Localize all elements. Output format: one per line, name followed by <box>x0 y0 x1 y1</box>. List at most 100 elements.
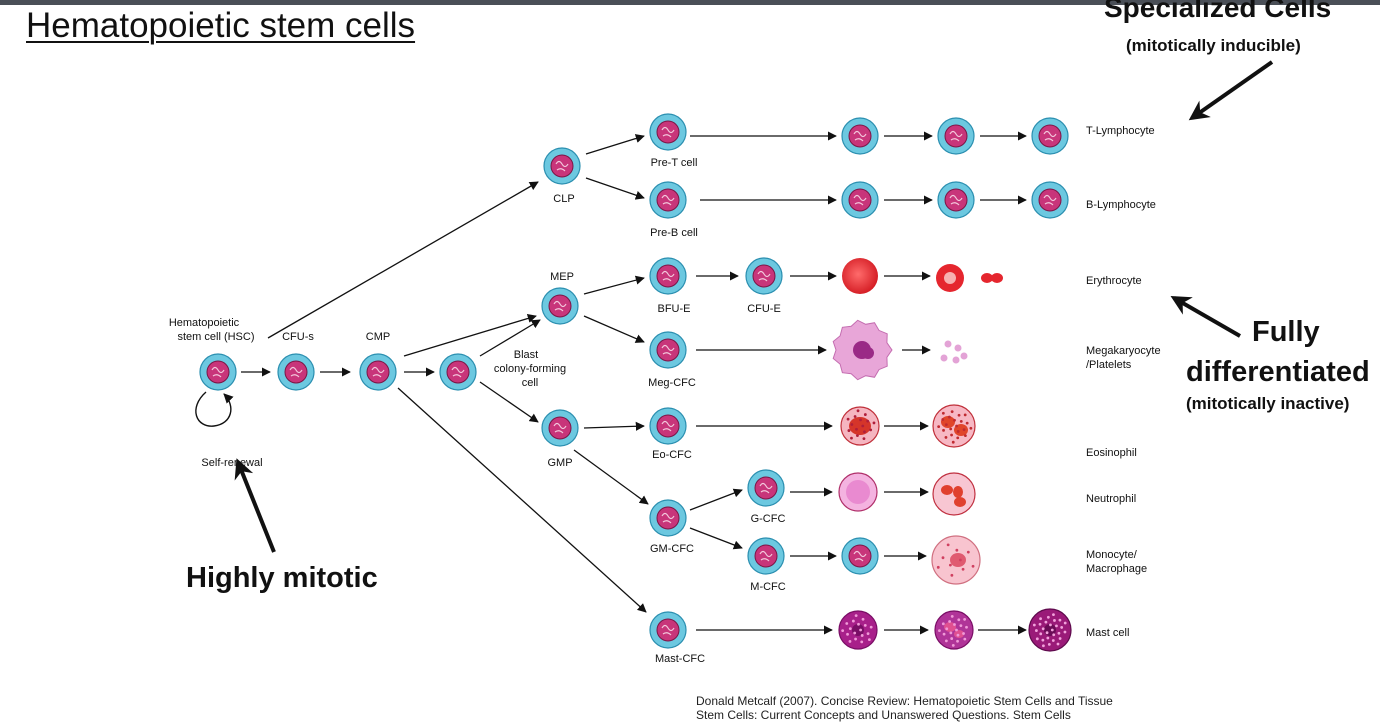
output-t-lymphocyte: T-Lymphocyte <box>1086 125 1155 137</box>
arrow-gmcfc-gcfc <box>689 488 743 511</box>
arrow-mep-bfue <box>583 275 645 295</box>
mast-stage-2 <box>934 610 974 650</box>
mcfc-cell <box>747 537 785 575</box>
specialized-pointer-arrow <box>1188 60 1274 121</box>
platelets-cell <box>940 340 968 364</box>
mast-stage-1 <box>838 610 878 650</box>
cfue-label: CFU-E <box>747 303 781 315</box>
arrow-clp-preb <box>585 177 645 200</box>
citation-line-2: Stem Cells: Current Concepts and Unanswe… <box>696 708 1071 722</box>
mcfc-label: M-CFC <box>750 581 785 593</box>
bfue-label: BFU-E <box>658 303 691 315</box>
eosinophil-cell <box>932 404 976 448</box>
differentiated-label: differentiated <box>1186 356 1370 388</box>
eos-stage-1 <box>840 406 880 446</box>
output-b-lymphocyte: B-Lymphocyte <box>1086 199 1156 211</box>
self-renewal-loop <box>195 391 234 427</box>
gmcfc-label: GM-CFC <box>650 543 694 555</box>
specialized-cells-heading: Specialized Cells <box>1104 0 1332 23</box>
lineage-arrows <box>195 60 1274 635</box>
mastcfc-cell <box>649 611 687 649</box>
highly-mitotic-label: Highly mitotic <box>186 562 378 594</box>
arrow-clp-pret <box>585 134 645 155</box>
blast-cell <box>439 353 477 391</box>
top-bar <box>0 0 1380 5</box>
blast-label-2: colony-forming <box>494 363 566 375</box>
citation: Donald Metcalf (2007). Concise Review: H… <box>696 694 1236 722</box>
output-megakaryocyte: Megakaryocyte <box>1086 345 1161 357</box>
specialized-cells-subheading: (mitotically inducible) <box>1126 36 1301 55</box>
arrow-blast-gmp <box>479 381 539 423</box>
arrow-mep-megcfc <box>583 315 645 343</box>
t-stage-1 <box>841 117 879 155</box>
macrophage-cell <box>931 535 981 585</box>
gmp-label: GMP <box>547 457 572 469</box>
output-mast-cell: Mast cell <box>1086 627 1129 639</box>
preb-label: Pre-B cell <box>650 227 698 239</box>
megakaryocyte-cell <box>832 319 893 381</box>
cmp-cell <box>359 353 397 391</box>
hsc-label: Hematopoietic <box>169 317 240 329</box>
citation-line-1: Donald Metcalf (2007). Concise Review: H… <box>696 694 1113 708</box>
cfue-cell <box>745 257 783 295</box>
arrow-gmp-gmcfc <box>573 449 649 505</box>
arrow-cmp-mep <box>403 314 537 357</box>
fully-label: Fully <box>1252 316 1320 348</box>
t-stage-2 <box>937 117 975 155</box>
b-stage-1 <box>841 181 879 219</box>
arrow-blast-mep <box>479 319 541 357</box>
megcfc-label: Meg-CFC <box>648 377 696 389</box>
arrow-gmcfc-mcfc <box>689 527 743 550</box>
cfus-cell <box>277 353 315 391</box>
blast-label-3: cell <box>522 377 539 389</box>
bfue-cell <box>649 257 687 295</box>
hsc-label-2: stem cell (HSC) <box>177 331 254 343</box>
arrow-hsc-clp <box>267 181 539 339</box>
cells-layer <box>199 113 1072 652</box>
mep-label: MEP <box>550 271 574 283</box>
clp-cell <box>543 147 581 185</box>
blast-label: Blast <box>514 349 538 361</box>
neu-stage-1 <box>838 472 878 512</box>
mono-stage-1 <box>841 537 879 575</box>
arrow-cmp-mastcfc <box>397 387 647 613</box>
arrow-gmp-eocfc <box>583 421 645 431</box>
output-macrophage: Macrophage <box>1086 563 1147 575</box>
eocfc-label: Eo-CFC <box>652 449 692 461</box>
selfrenewal-label: Self-renewal <box>201 457 262 469</box>
output-platelets: /Platelets <box>1086 359 1132 371</box>
pret-cell <box>649 113 687 151</box>
pret-label: Pre-T cell <box>651 157 698 169</box>
erythrocyte-cell <box>936 264 964 292</box>
slide-title: Hematopoietic stem cells <box>26 6 416 45</box>
cmp-label: CMP <box>366 331 390 343</box>
b-lymphocyte-cell <box>1031 181 1069 219</box>
gmp-cell <box>541 409 579 447</box>
mastcfc-label: Mast-CFC <box>655 653 705 665</box>
t-lymphocyte-cell <box>1031 117 1069 155</box>
eocfc-cell <box>649 407 687 445</box>
output-erythrocyte: Erythrocyte <box>1086 275 1142 287</box>
gmcfc-cell <box>649 499 687 537</box>
erythrocyte-side-cell <box>981 273 1003 283</box>
cfus-label: CFU-s <box>282 331 314 343</box>
hsc-cell <box>199 353 237 391</box>
output-monocyte: Monocyte/ <box>1086 549 1138 561</box>
fully-differentiated-pointer-arrow <box>1170 296 1241 338</box>
reticulocyte-cell <box>842 258 878 294</box>
neutrophil-cell <box>932 472 976 516</box>
labels-layer: Hematopoietic stem cell (HSC) CFU-s CMP Blas… <box>169 125 1161 665</box>
clp-label: CLP <box>553 193 574 205</box>
mast-cell <box>1028 608 1072 652</box>
mitotically-inactive-label: (mitotically inactive) <box>1186 394 1350 413</box>
mep-cell <box>541 287 579 325</box>
output-neutrophil: Neutrophil <box>1086 493 1136 505</box>
preb-cell <box>649 181 687 219</box>
gcfc-cell <box>747 469 785 507</box>
output-eosinophil: Eosinophil <box>1086 447 1137 459</box>
gcfc-label: G-CFC <box>751 513 786 525</box>
highly-mitotic-pointer-arrow <box>234 458 276 553</box>
b-stage-2 <box>937 181 975 219</box>
megcfc-cell <box>649 331 687 369</box>
